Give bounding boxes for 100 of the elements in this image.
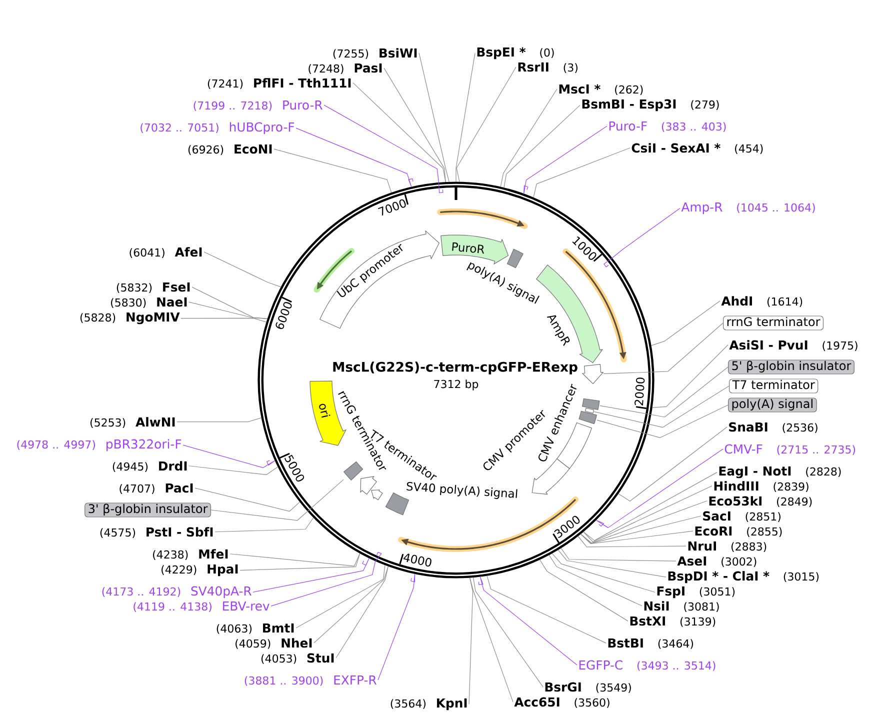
enzyme-label: SnaBI xyxy=(729,422,768,432)
primer-label: EXFP-R xyxy=(334,675,376,684)
site-position: (1614) xyxy=(767,297,802,307)
leader-line xyxy=(270,552,382,606)
enzyme-label: DrdI xyxy=(159,461,187,471)
enzyme-label: PstI - SbfI xyxy=(146,527,213,537)
feature-callout: T7 terminator xyxy=(729,378,818,394)
enzyme-label: NgoMIV xyxy=(126,312,180,324)
enzyme-label: PacI xyxy=(166,483,193,493)
leader-line xyxy=(324,104,444,194)
enzyme-label: HindIII xyxy=(714,481,758,491)
leader-line xyxy=(600,366,728,418)
site-position: (2883) xyxy=(731,542,766,552)
enzyme-label: EcoRI xyxy=(695,526,732,536)
primer-position: (7199 .. 7218) xyxy=(194,101,272,111)
primer-position: (3881 .. 3900) xyxy=(244,676,323,686)
site-position: (279) xyxy=(691,100,719,110)
primer-label: EGFP-C xyxy=(579,660,622,670)
leader-line xyxy=(194,488,300,512)
site-position: (262) xyxy=(615,85,643,95)
feature-callout: rrnG terminator xyxy=(723,316,824,330)
site-position: (3464) xyxy=(658,639,694,649)
enzyme-label: MscI * xyxy=(559,84,600,94)
enzyme-label: PflFI - Tth111I xyxy=(254,78,351,88)
site-position: (7248) xyxy=(308,64,344,74)
leader-line xyxy=(176,418,262,422)
leader-line xyxy=(274,148,392,193)
primer-position: (3493 .. 3514) xyxy=(637,661,716,671)
enzyme-label: AseI xyxy=(677,556,706,566)
primer-position: (7032 .. 7051) xyxy=(140,123,218,133)
leader-line xyxy=(378,574,416,680)
feature-arc xyxy=(582,364,604,384)
site-position: (7241) xyxy=(208,79,243,89)
site-position: (3) xyxy=(564,63,578,73)
leader-line xyxy=(500,88,558,188)
enzyme-label: AfeI xyxy=(174,247,202,257)
tick-label: 4000 xyxy=(403,554,432,567)
leader-line xyxy=(204,252,282,288)
enzyme-label: AsiSI - PvuI xyxy=(729,340,808,350)
primer-position: (2715 .. 2735) xyxy=(777,445,856,455)
site-position: (4063) xyxy=(216,624,252,634)
primer-label: hUBCpro-F xyxy=(230,122,294,134)
enzyme-label: NheI xyxy=(282,638,312,648)
leader-line xyxy=(180,318,267,322)
enzyme-label: BstBI xyxy=(608,638,643,648)
enzyme-label: FseI xyxy=(163,282,190,292)
enzyme-label: AhdI xyxy=(721,296,752,306)
leader-line xyxy=(182,444,276,468)
leader-line xyxy=(240,553,360,571)
leader-line xyxy=(583,472,718,541)
leader-line xyxy=(336,566,388,658)
site-position: (2851) xyxy=(746,512,780,522)
enzyme-label: AlwNI xyxy=(136,417,175,426)
primer-label: SV40pA-R xyxy=(191,586,252,598)
leader-line xyxy=(618,426,728,502)
site-position: (4229) xyxy=(162,565,196,575)
leader-line xyxy=(384,68,446,182)
feature-callout: 3' β-globin insulator xyxy=(84,502,211,518)
leader-line xyxy=(468,578,474,705)
leader-line xyxy=(352,82,446,182)
site-position: (4238) xyxy=(153,550,188,560)
feature-box xyxy=(582,398,600,410)
feature-box xyxy=(578,410,597,424)
leader-line xyxy=(188,302,268,320)
enzyme-label: EcoNI xyxy=(234,144,272,154)
primer-label: Puro-F xyxy=(609,121,647,131)
site-position: (4945) xyxy=(112,462,148,472)
site-position: (0) xyxy=(540,48,554,58)
tick-label: 5000 xyxy=(284,454,304,482)
enzyme-label: FspI xyxy=(657,586,684,598)
leader-line xyxy=(540,559,628,622)
leader-line xyxy=(583,486,712,542)
leader-line xyxy=(296,564,386,628)
enzyme-label: BstXI xyxy=(630,616,665,626)
leader-line xyxy=(214,517,314,532)
site-position: (454) xyxy=(735,144,763,154)
leader-line xyxy=(533,148,630,198)
site-position: (5830) xyxy=(111,298,146,308)
enzyme-label: HpaI xyxy=(208,564,238,576)
enzyme-label: SacI xyxy=(703,511,730,521)
enzyme-label: RsrII xyxy=(518,62,548,72)
leader-line xyxy=(594,386,730,428)
enzyme-label: MfeI xyxy=(199,549,228,559)
enzyme-label: PasI xyxy=(354,63,382,73)
enzyme-label: BsiWI xyxy=(380,48,417,58)
site-position: (2536) xyxy=(782,423,818,433)
leader-line xyxy=(296,128,414,188)
leader-line xyxy=(524,126,608,194)
enzyme-label: BspEI * xyxy=(477,47,526,60)
site-position: (3564) xyxy=(390,699,426,709)
primer-position: (4119 .. 4138) xyxy=(134,602,212,612)
primer-position: (4978 .. 4997) xyxy=(17,440,96,450)
plasmid-size: 7312 bp xyxy=(434,380,478,390)
site-position: (1975) xyxy=(822,341,858,351)
leader-line xyxy=(560,548,676,562)
leader-line xyxy=(486,576,606,644)
site-position: (3002) xyxy=(722,557,756,567)
tick-label: 2000 xyxy=(634,378,645,406)
site-position: (2855) xyxy=(747,527,782,537)
leader-line xyxy=(418,52,450,182)
